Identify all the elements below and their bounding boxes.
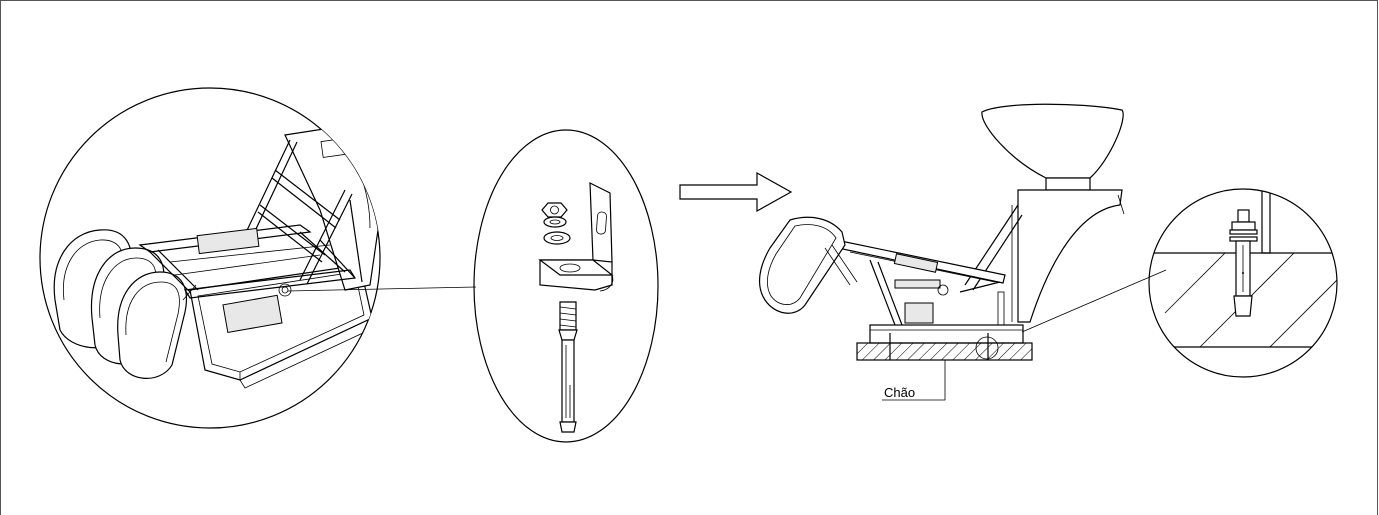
anchor-bolt <box>558 301 578 433</box>
footrest-cushions <box>53 229 187 379</box>
column-body <box>1017 189 1123 323</box>
footrest <box>758 216 858 314</box>
washers <box>543 216 571 245</box>
seat-frame <box>138 199 363 299</box>
floor-slab <box>856 342 1033 361</box>
floor-label-leader <box>882 360 946 401</box>
washbasin-bowl <box>981 103 1124 179</box>
floor-label: Chão <box>884 385 915 400</box>
backrest-frame <box>239 127 379 291</box>
basin-neck <box>1045 177 1091 191</box>
leader-line-right <box>1021 269 1167 333</box>
fastener-kit-ellipse <box>473 129 659 443</box>
chair-base-detail-circle <box>39 87 381 429</box>
leader-line-left <box>287 286 477 292</box>
chair-base <box>869 324 1024 344</box>
anchor-callout-circle <box>975 336 999 360</box>
anchor-section-detail-circle <box>1148 188 1338 378</box>
base-box <box>189 264 380 389</box>
l-bracket <box>538 182 614 292</box>
hex-nut <box>541 202 568 218</box>
assembled-chair <box>758 103 1125 401</box>
direction-arrow <box>679 171 793 213</box>
